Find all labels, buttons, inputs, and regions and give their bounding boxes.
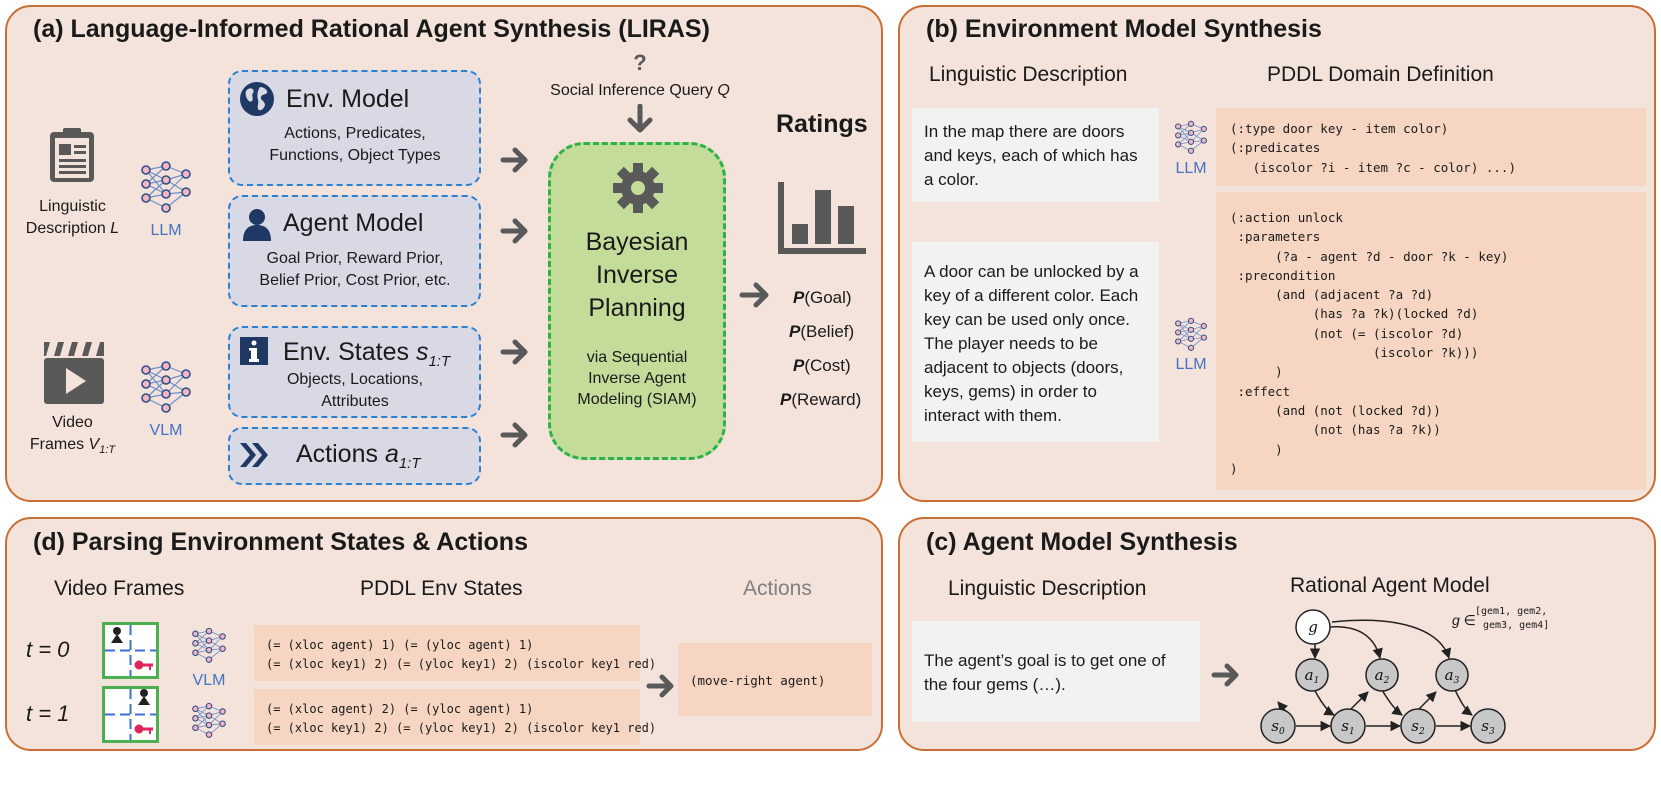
agent-model-desc: Goal Prior, Reward Prior,Belief Prior, C… <box>259 250 451 289</box>
pddl-state-t0: (= (xloc agent) 1) (= (yloc agent) 1) (=… <box>254 625 656 681</box>
output-arrow <box>739 282 769 308</box>
bar-chart-icon <box>778 182 866 254</box>
vlm-label: VLM <box>192 672 226 689</box>
panel-c-title: (c) Agent Model Synthesis <box>926 528 1238 556</box>
llm-label: LLM <box>1175 160 1207 177</box>
actions-box <box>228 427 481 485</box>
env-states-desc: Objects, Locations,Attributes <box>286 371 424 410</box>
panel-b-col-pddl: PDDL Domain Definition <box>1267 63 1494 86</box>
state-to-action-arrow <box>646 674 674 698</box>
panel-b-col-linguistic: Linguistic Description <box>929 63 1128 86</box>
video-frame-t1 <box>102 686 159 743</box>
env-model-desc: Actions, Predicates,Functions, Object Ty… <box>269 125 441 164</box>
time-label-1: t = 1 <box>26 701 70 726</box>
info-icon <box>240 337 268 365</box>
ratings-title: Ratings <box>776 110 868 138</box>
vlm-network-icon <box>192 627 226 663</box>
globe-icon <box>240 82 274 116</box>
goal-set-values: [gem1, gem2,gem3, gem4] <box>1475 606 1550 631</box>
pddl-action-unlock: (:action unlock :parameters (?a - agent … <box>1216 192 1646 490</box>
vlm-network-icon <box>192 702 226 738</box>
video-frames-label: Video Frames V1:T <box>29 414 116 457</box>
input-arrows <box>500 147 528 448</box>
video-clapper-icon <box>44 342 104 404</box>
video-frame-t0 <box>102 622 159 679</box>
actions-title: Actions a1:T <box>296 440 421 472</box>
llm-label: LLM <box>150 222 182 239</box>
action-output: (move-right agent) <box>678 643 872 716</box>
rating-reward: P(Reward) <box>780 390 862 409</box>
query-arrow <box>627 104 653 133</box>
rational-agent-graph: g a1 a2 a3 s0 s1 s2 s3 <box>1260 609 1506 744</box>
linguistic-description-label: Linguistic Description L <box>25 198 120 237</box>
fast-forward-icon <box>240 443 268 467</box>
env-desc-text-1: In the map there are doors and keys, eac… <box>912 108 1159 202</box>
env-states-box <box>228 326 481 418</box>
vlm-label: VLM <box>149 422 183 439</box>
time-label-0: t = 0 <box>26 637 70 662</box>
pddl-types-predicates: (:type door key - item color) (:predicat… <box>1216 108 1646 186</box>
node-g: g <box>1308 618 1318 636</box>
llm-network-icon <box>1175 317 1207 351</box>
agent-model-box <box>228 195 481 307</box>
env-model-title: Env. Model <box>286 85 410 113</box>
query-question-mark: ? <box>633 50 647 75</box>
env-states-title: Env. States s1:T <box>283 338 451 370</box>
env-desc-text-2: A door can be unlocked by a key of a dif… <box>912 242 1159 442</box>
desc-to-model-arrow <box>1211 663 1239 687</box>
rating-cost: P(Cost) <box>793 356 851 375</box>
agent-desc-text: The agent’s goal is to get one of the fo… <box>912 621 1200 722</box>
agent-model-title: Agent Model <box>283 209 424 237</box>
gear-icon <box>613 163 663 213</box>
llm-label: LLM <box>1175 356 1207 373</box>
social-inference-query: Social Inference Query Q <box>550 82 730 99</box>
vlm-network-icon <box>141 361 191 413</box>
panel-d-col-video: Video Frames <box>54 577 185 600</box>
goal-set-label: g ∈ <box>1452 612 1476 628</box>
panel-b-title: (b) Environment Model Synthesis <box>926 15 1322 43</box>
panel-d-col-actions: Actions <box>743 577 812 600</box>
panel-c-col-rational: Rational Agent Model <box>1290 574 1490 597</box>
panel-a-title: (a) Language-Informed Rational Agent Syn… <box>33 15 710 43</box>
llm-network-icon <box>141 161 191 213</box>
llm-network-icon <box>1175 120 1207 154</box>
rating-goal: P(Goal) <box>793 288 852 307</box>
clipboard-icon <box>50 128 94 182</box>
panel-d-title: (d) Parsing Environment States & Actions <box>33 528 528 556</box>
rating-belief: P(Belief) <box>789 322 855 341</box>
panel-c-col-linguistic: Linguistic Description <box>948 577 1147 600</box>
person-icon <box>243 209 271 241</box>
panel-d-col-pddl: PDDL Env States <box>360 577 523 600</box>
pddl-state-t1: (= (xloc agent) 2) (= (yloc agent) 1) (=… <box>254 689 656 745</box>
